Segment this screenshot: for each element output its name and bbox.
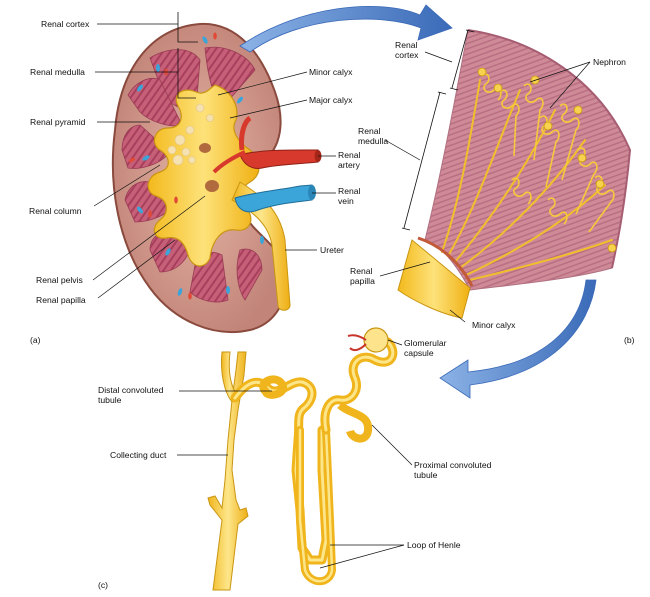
label-pyramid-renal-papilla: Renal papilla	[350, 266, 375, 286]
zoom-arrow-bottom	[439, 279, 597, 399]
collecting-ducts	[441, 79, 613, 281]
renal-papilla-tips	[199, 143, 219, 192]
label-collecting-duct: Collecting duct	[110, 450, 167, 460]
part-label-b: (b)	[624, 335, 635, 345]
pyramid-leader-lines	[379, 51, 591, 323]
label-pyramid-minor-calyx: Minor calyx	[472, 320, 516, 330]
ureter-tube	[231, 181, 291, 311]
nephron-coils	[481, 73, 615, 233]
label-renal-vein: Renal vein	[338, 186, 361, 206]
renal-pelvis-shape	[147, 84, 260, 267]
label-glomerular-capsule: Glomerular capsule	[404, 338, 447, 358]
nephron-detail	[207, 327, 398, 591]
label-loop-of-henle: Loop of Henle	[407, 540, 461, 550]
label-proximal-convoluted-tubule: Proximal convoluted tubule	[414, 460, 492, 480]
label-renal-cortex: Renal cortex	[41, 19, 90, 29]
label-pyramid-renal-medulla: Renal medulla	[358, 126, 389, 146]
label-distal-convoluted-tubule: Distal convoluted tubule	[98, 385, 164, 405]
label-renal-column: Renal column	[29, 206, 82, 216]
collecting-duct-tube	[207, 351, 249, 591]
zoom-arrow-top	[239, 4, 453, 53]
sinus-fat	[167, 103, 214, 166]
label-renal-pelvis: Renal pelvis	[36, 275, 83, 285]
glomerular-capsule-ball	[363, 327, 389, 353]
kidney-leader-lines	[92, 23, 336, 299]
minor-calyx-cup	[397, 239, 471, 319]
nephron-leader-lines	[177, 339, 413, 569]
part-label-a: (a)	[30, 335, 41, 345]
label-renal-papilla: Renal papilla	[36, 295, 86, 305]
part-label-c: (c)	[98, 580, 109, 590]
label-ureter: Ureter	[320, 245, 344, 255]
glomeruli	[477, 67, 617, 253]
label-nephron: Nephron	[593, 57, 626, 67]
kidney-section	[111, 12, 322, 334]
renal-vein-vessel	[234, 184, 313, 213]
label-renal-artery: Renal artery	[338, 150, 361, 170]
label-major-calyx: Major calyx	[309, 95, 353, 105]
label-pyramid-renal-cortex: Renal cortex	[395, 40, 419, 60]
distal-tubule	[230, 377, 331, 565]
renal-artery-vessel	[239, 149, 319, 169]
interlobar-vessels	[128, 32, 264, 300]
pyramid-detail	[397, 29, 632, 319]
label-minor-calyx-a: Minor calyx	[309, 67, 353, 77]
label-renal-pyramid: Renal pyramid	[30, 117, 86, 127]
label-renal-medulla: Renal medulla	[30, 67, 85, 77]
